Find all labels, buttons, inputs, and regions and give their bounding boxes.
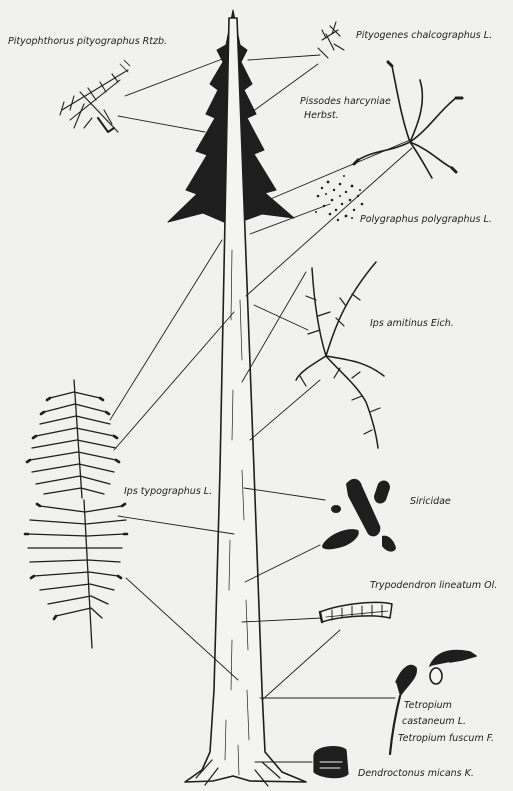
siricidae-tunnels bbox=[322, 479, 396, 552]
pityophthorus-gallery bbox=[60, 60, 130, 132]
pissodes-gallery bbox=[354, 62, 462, 178]
label-pityophthorus: Pityophthorus pityographus Rtzb. bbox=[8, 36, 167, 48]
label-ips-typographus: Ips typographus L. bbox=[124, 486, 212, 498]
spruce-tree bbox=[168, 10, 306, 786]
trypodendron-wood-section bbox=[320, 602, 392, 622]
ips-amitinus-gallery bbox=[296, 262, 384, 448]
label-ips-amitinus: Ips amitinus Eich. bbox=[370, 318, 454, 330]
label-tetropium-castaneum-line1: Tetropium bbox=[404, 700, 452, 712]
label-polygraphus: Polygraphus polygraphus L. bbox=[360, 214, 492, 226]
ips-typographus-gallery bbox=[25, 380, 127, 648]
dendroctonus-chamber bbox=[314, 747, 348, 778]
label-dendroctonus: Dendroctonus micans K. bbox=[358, 768, 474, 780]
label-tetropium-fuscum: Tetropium fuscum F. bbox=[398, 733, 494, 745]
label-siricidae: Siricidae bbox=[410, 496, 451, 508]
pityogenes-gallery bbox=[318, 22, 344, 58]
label-pissodes-line1: Pissodes harcyniae bbox=[300, 96, 391, 108]
label-pityogenes: Pityogenes chalcographus L. bbox=[356, 30, 492, 42]
label-trypodendron: Trypodendron lineatum Ol. bbox=[370, 580, 497, 592]
label-pissodes-line2: Herbst. bbox=[304, 110, 339, 122]
label-tetropium-castaneum-line2: castaneum L. bbox=[402, 716, 466, 728]
